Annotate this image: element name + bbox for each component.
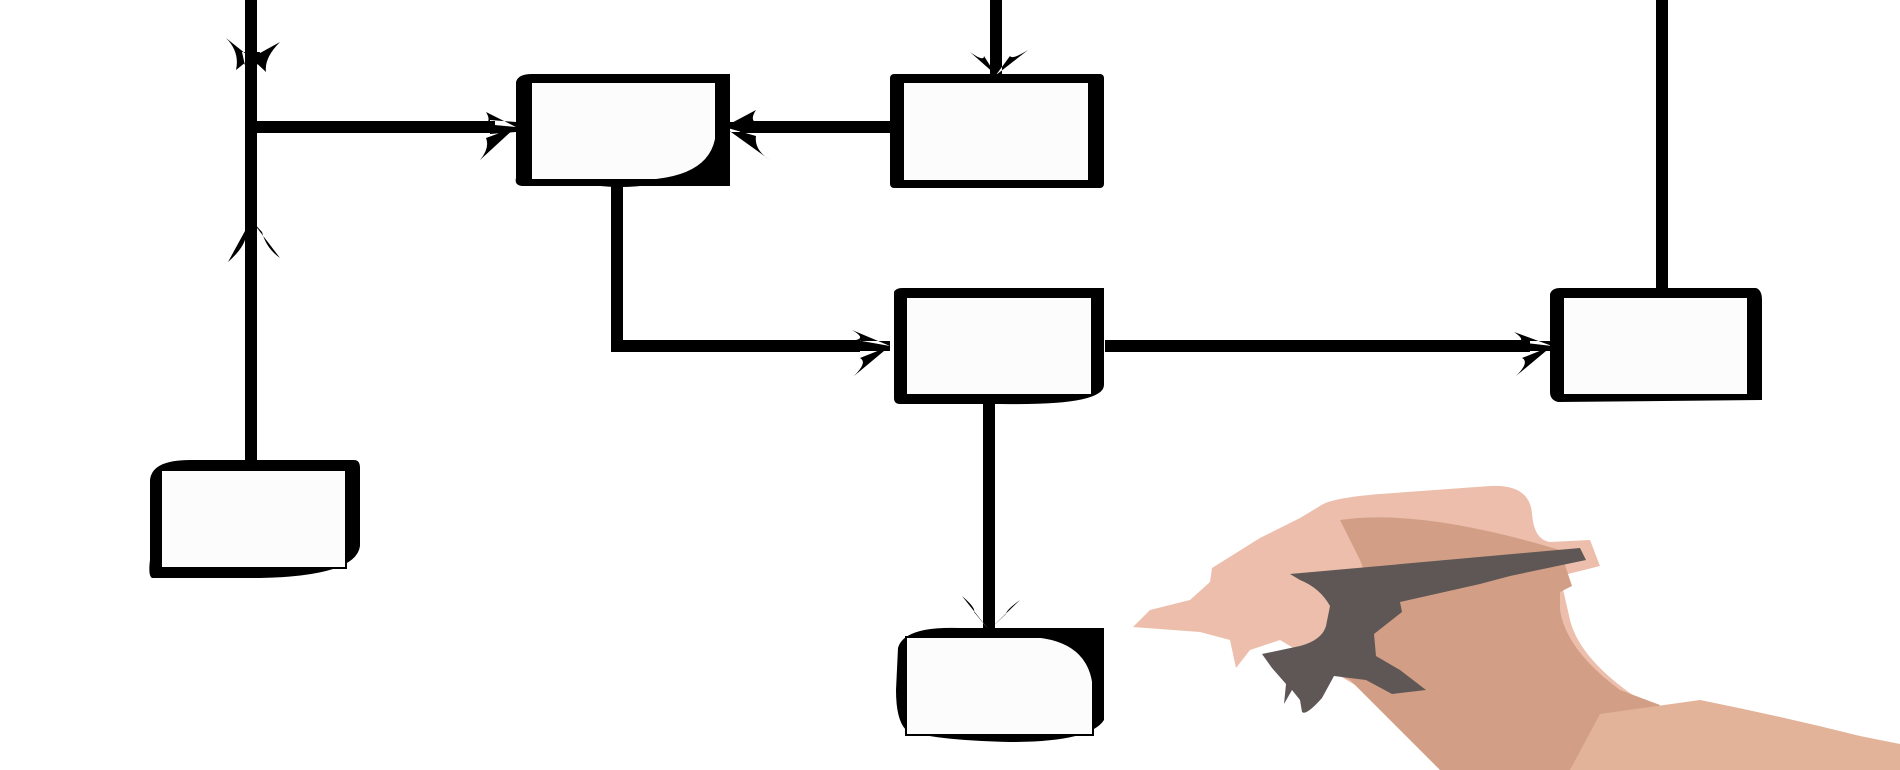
arrowhead-up-lower xyxy=(228,220,280,262)
arrowhead-into-top-left xyxy=(480,112,516,160)
node-right xyxy=(1550,288,1762,402)
edge-top-left-to-center xyxy=(611,186,860,352)
node-center xyxy=(894,288,1105,405)
node-bottom-left xyxy=(149,460,360,578)
node-bottom-left-body xyxy=(160,469,347,569)
connectors xyxy=(245,0,1668,610)
node-bottom-center-body xyxy=(905,636,1094,736)
arrowhead-into-top-left-right xyxy=(724,110,770,160)
arrowhead-into-bottom-center xyxy=(962,596,1020,630)
node-center-body xyxy=(905,296,1093,396)
node-top-left-body xyxy=(530,81,717,181)
arrowheads xyxy=(226,38,1552,630)
pen-icon xyxy=(1262,548,1586,713)
node-top-middle-body xyxy=(902,81,1090,182)
node-right-body xyxy=(1562,296,1749,396)
arrowhead-into-top-middle xyxy=(970,50,1028,75)
node-top-middle xyxy=(890,74,1104,188)
hand-forearm xyxy=(1570,700,1900,770)
arrowhead-up-upper xyxy=(226,38,280,72)
arrowhead-into-right xyxy=(1514,332,1552,376)
arrowhead-into-center xyxy=(852,330,890,376)
hand-drawing-pen-icon xyxy=(1133,485,1900,770)
node-bottom-center xyxy=(896,627,1104,742)
node-top-left xyxy=(515,74,730,187)
